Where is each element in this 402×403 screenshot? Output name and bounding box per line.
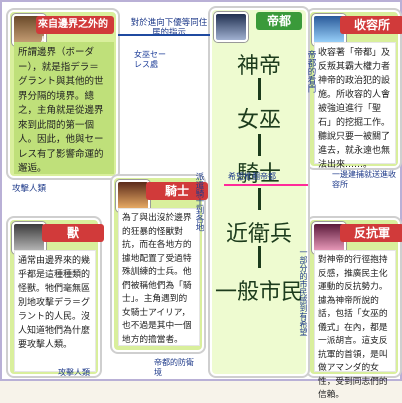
- knight-box: 騎士 為了與出沒於邊界的狂暴的怪獸對抗，而在各地方的據地配置了受過特殊訓練的士兵…: [112, 176, 208, 352]
- capital-portrait: [214, 12, 248, 42]
- note-hope-rebel: 希望推翻帝都: [228, 172, 276, 181]
- rank-knight: 騎士: [236, 162, 281, 187]
- beast-body-bg: [14, 250, 96, 372]
- outsider-header: 來自邊界之外的人: [36, 16, 114, 48]
- rank-line-3: [258, 188, 261, 210]
- shrine-body-bg: [314, 42, 396, 164]
- knight-header: 騎士: [146, 182, 208, 200]
- capital-header: 帝都: [256, 12, 302, 30]
- rank-line-2: [258, 134, 261, 156]
- shrine-header: 收容所: [340, 16, 402, 34]
- note-deport: 一邊建捕就送進收容所: [332, 170, 396, 189]
- arrow-capital-to-outsider: [118, 34, 210, 36]
- beast-box: 獸 通常由邊界來的幾乎都是這種種類的怪獸。牠們毫無區別地攻擊デラ＝グラント的人民…: [8, 218, 104, 376]
- rank-citizen: 一般市民: [214, 280, 303, 305]
- shrine-text: 收容著「帝都」及反叛其霸大權力者神帝的政治犯的設施。所收容的人會被強迫進行「聖石…: [318, 48, 391, 170]
- knight-text: 為了與出沒於邊界的狂暴的怪獸對抗，而在各地方的據地配置了受過特殊訓練的士兵。他們…: [122, 213, 192, 345]
- rebel-box: 反抗軍 對神帝的行徑抱持反感，推廣民主化運動的反抗勢力。據為神帝所說的話，包括「…: [308, 218, 402, 400]
- rebel-body-bg: [314, 250, 396, 372]
- rebel-header: 反抗軍: [340, 224, 402, 242]
- shrine-box: 收容所 收容著「帝都」及反叛其霸大權力者神帝的政治犯的設施。所收容的人會被強迫進…: [308, 10, 402, 170]
- rank-line-1: [258, 78, 261, 100]
- note-to-outsider: 對於進向下優等同住居的指示: [130, 18, 208, 38]
- note-serece: 女巫セーレス處: [134, 50, 166, 69]
- note-people-feel: 一部分的市民感到有希望: [299, 248, 308, 336]
- note-attack-human2: 攻擊人類: [58, 368, 90, 377]
- rank-god-emperor: 神帝: [236, 54, 281, 79]
- outsider-box: 來自邊界之外的人 所謂邊界（ボーダー），就是指デラ＝グラント與其他的世界分隔的境…: [8, 10, 118, 178]
- knight-body-bg: [118, 208, 200, 346]
- imperial-capital-column: 帝都 神帝 女巫 騎士 近衛兵 一般市民: [210, 8, 308, 376]
- note-defense: 帝都的防衛境: [154, 358, 194, 377]
- outsider-body-bg: [14, 42, 114, 174]
- outsider-text: 所謂邊界（ボーダー），就是指デラ＝グラント與其他的世界分隔的境界。總之，主角就是…: [18, 47, 104, 174]
- note-guard-duty: 帝都的看門: [306, 50, 316, 93]
- note-attack-human: 攻擊人類: [12, 184, 47, 194]
- rank-line-4: [258, 246, 261, 268]
- beast-header: 獸: [42, 224, 104, 242]
- rebel-text: 對神帝的行徑抱持反感，推廣民主化運動的反抗勢力。據為神帝所說的話，包括「女巫的儀…: [318, 255, 388, 400]
- rank-guard: 近衛兵: [225, 222, 292, 247]
- arrow-rebel-to-capital: [224, 184, 308, 186]
- rank-witch: 女巫: [236, 108, 281, 133]
- note-dispatch: 派遣騎士到各地: [194, 172, 204, 232]
- beast-text: 通常由邊界來的幾乎都是這種種類的怪獸。牠們毫無區別地攻擊デラ＝グラント的人民。沒…: [18, 256, 91, 350]
